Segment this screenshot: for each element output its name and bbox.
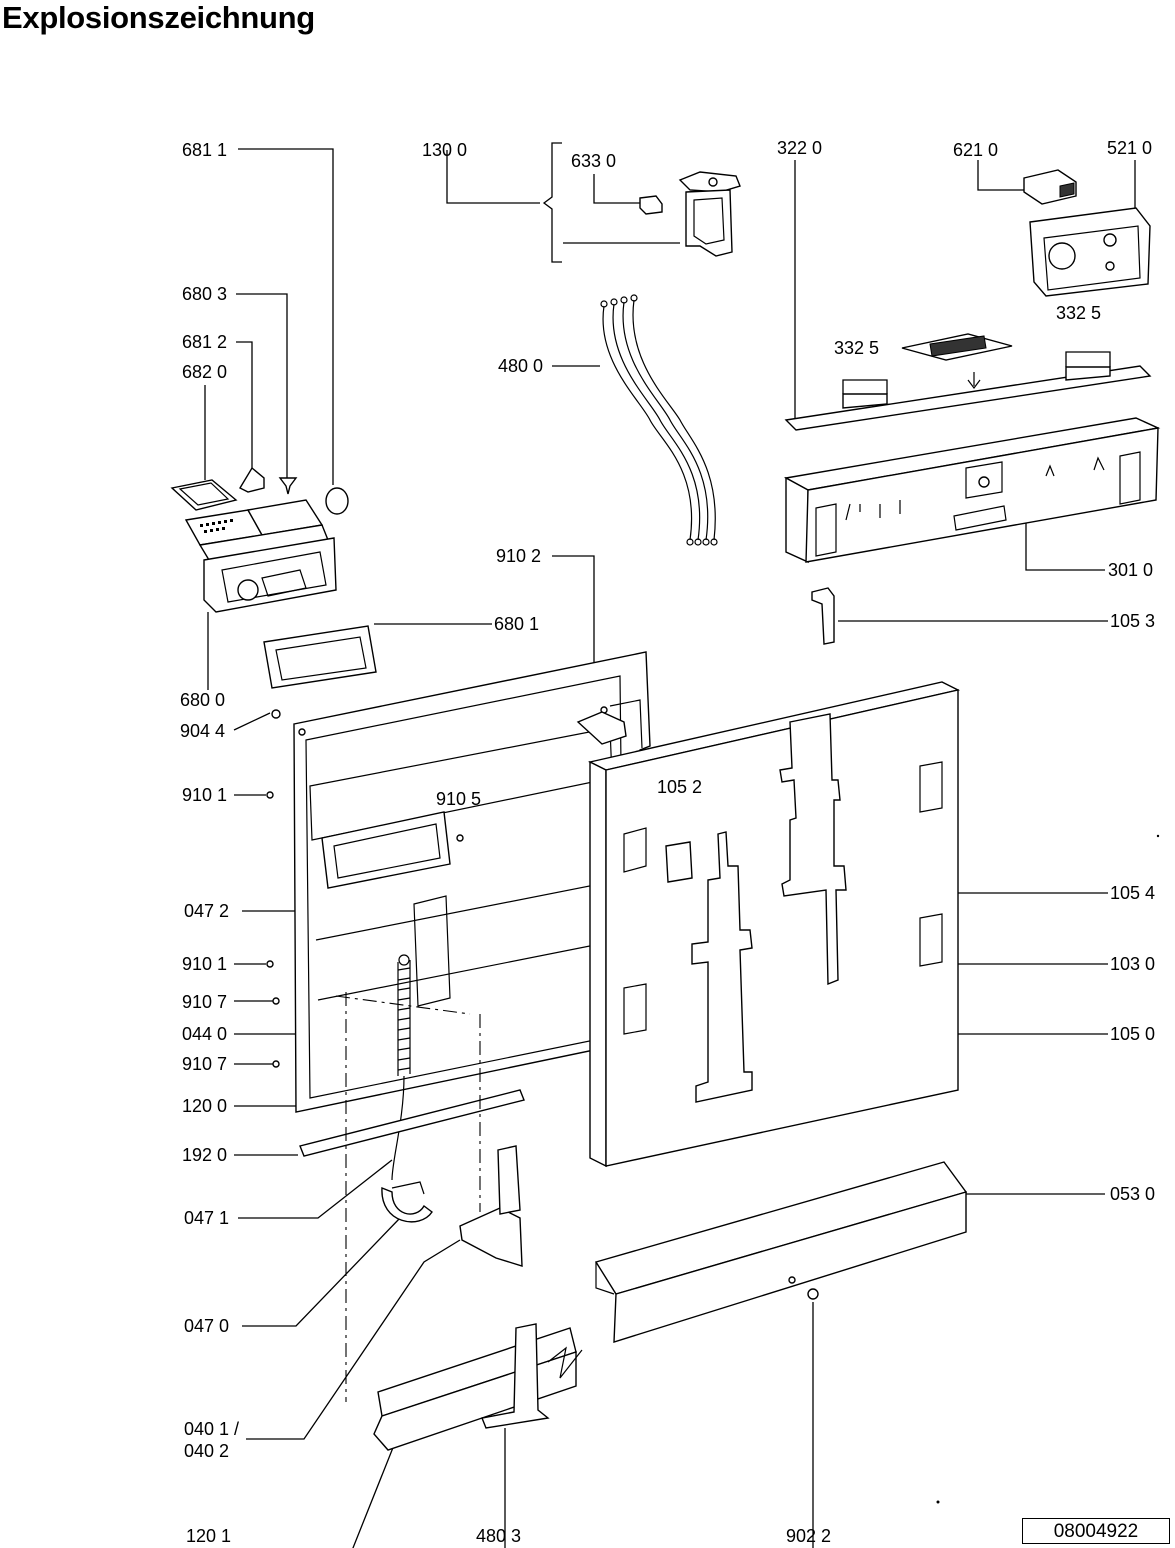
- label-192-0: 192 0: [182, 1145, 228, 1165]
- ignis-badge-text: IGNIS: [871, 344, 903, 356]
- part-053-0-kickplate: [594, 1161, 968, 1343]
- label-680-3: 680 3: [182, 284, 228, 304]
- screws: [266, 709, 281, 1068]
- part-322-0-strip: [784, 365, 1152, 431]
- label-480-0: 480 0: [498, 356, 544, 376]
- label-130-0: 130 0: [422, 140, 468, 160]
- label-047-2: 047 2: [184, 901, 230, 921]
- label-910-5: 910 5: [436, 789, 482, 809]
- label-047-1: 047 1: [184, 1208, 230, 1228]
- part-105-3-bracket: [811, 587, 835, 645]
- part-332-5-clip-right: [1065, 366, 1111, 381]
- label-105-0: 105 0: [1110, 1024, 1156, 1044]
- scan-dot: [1156, 834, 1160, 838]
- label-681-1: 681 1: [182, 140, 228, 160]
- part-480-0-wiring-harness: [600, 294, 718, 546]
- part-103-0-outer-door: [587, 681, 961, 1168]
- part-105-0-rail: [691, 831, 753, 1103]
- part-521-0-control-module: [1029, 207, 1151, 297]
- part-047-1-cable: [391, 1075, 405, 1181]
- part-130-0-door-lock: [678, 171, 741, 257]
- label-120-0: 120 0: [182, 1096, 228, 1116]
- label-105-3: 105 3: [1110, 611, 1156, 631]
- part-047-2-channel: [413, 895, 451, 1007]
- label-633-0: 633 0: [571, 151, 617, 171]
- label-040-1: 040 1 /: [184, 1419, 240, 1439]
- label-682-0: 682 0: [182, 362, 228, 382]
- label-040-2: 040 2: [184, 1441, 230, 1461]
- leader-lines: [204, 142, 1136, 1548]
- part-047-0-pulley: [381, 1181, 433, 1223]
- label-621-0: 621 0: [953, 140, 999, 160]
- ignis-badge: IGNIS: [871, 333, 1013, 389]
- label-053-0: 053 0: [1110, 1184, 1156, 1204]
- label-301-0: 301 0: [1108, 560, 1154, 580]
- label-680-1: 680 1: [494, 614, 540, 634]
- label-902-2: 902 2: [786, 1526, 832, 1546]
- part-332-5-clip-left: [842, 393, 888, 409]
- label-332-5-left: 332 5: [834, 338, 880, 358]
- part-681-1-ring: [325, 487, 349, 515]
- page-title: Explosionszeichnung: [2, 0, 315, 35]
- label-680-0: 680 0: [180, 690, 226, 710]
- part-633-0-switch: [639, 195, 663, 215]
- part-680-3-knob: [278, 477, 298, 495]
- label-120-1: 120 1: [186, 1526, 232, 1546]
- label-105-4: 105 4: [1110, 883, 1156, 903]
- part-682-0-gasket: [170, 479, 238, 511]
- part-120-1-base-plate: [373, 1327, 583, 1451]
- part-680-1-gasket: [263, 625, 377, 689]
- label-047-0: 047 0: [184, 1316, 230, 1336]
- label-910-1-upper: 910 1: [182, 785, 228, 805]
- assembly-centerlines: [335, 992, 481, 1402]
- label-910-7-lower: 910 7: [182, 1054, 228, 1074]
- label-681-2: 681 2: [182, 332, 228, 352]
- label-103-0: 103 0: [1110, 954, 1156, 974]
- label-910-1-lower: 910 1: [182, 954, 228, 974]
- part-681-2-clip: [239, 466, 265, 493]
- label-332-5-right: 332 5: [1056, 303, 1102, 323]
- label-904-4: 904 4: [180, 721, 226, 741]
- label-105-2: 105 2: [657, 777, 703, 797]
- label-910-7-upper: 910 7: [182, 992, 228, 1012]
- label-044-0: 044 0: [182, 1024, 228, 1044]
- part-621-0-connector: [1023, 169, 1077, 205]
- part-044-0-spring: [397, 954, 411, 1076]
- label-521-0: 521 0: [1107, 138, 1153, 158]
- label-322-0: 322 0: [777, 138, 823, 158]
- part-910-2-hinge: [576, 711, 627, 745]
- part-040-bracket: [459, 1207, 523, 1267]
- part-480-3-bracket: [481, 1323, 550, 1429]
- label-910-2: 910 2: [496, 546, 542, 566]
- scan-dot: [936, 1500, 940, 1504]
- part-910-5-window: [321, 811, 464, 889]
- part-192-0-rail: [299, 1089, 525, 1157]
- part-902-2-screw: [807, 1288, 819, 1300]
- part-680-0-dispenser: [184, 499, 337, 613]
- part-040-bracket-side: [497, 1145, 521, 1215]
- part-301-0-control-panel: [783, 417, 1161, 564]
- part-105-4-rail: [779, 713, 847, 986]
- document-id: 08004922: [1022, 1518, 1170, 1544]
- label-480-3: 480 3: [476, 1526, 522, 1546]
- part-105-2-clip: [665, 841, 693, 883]
